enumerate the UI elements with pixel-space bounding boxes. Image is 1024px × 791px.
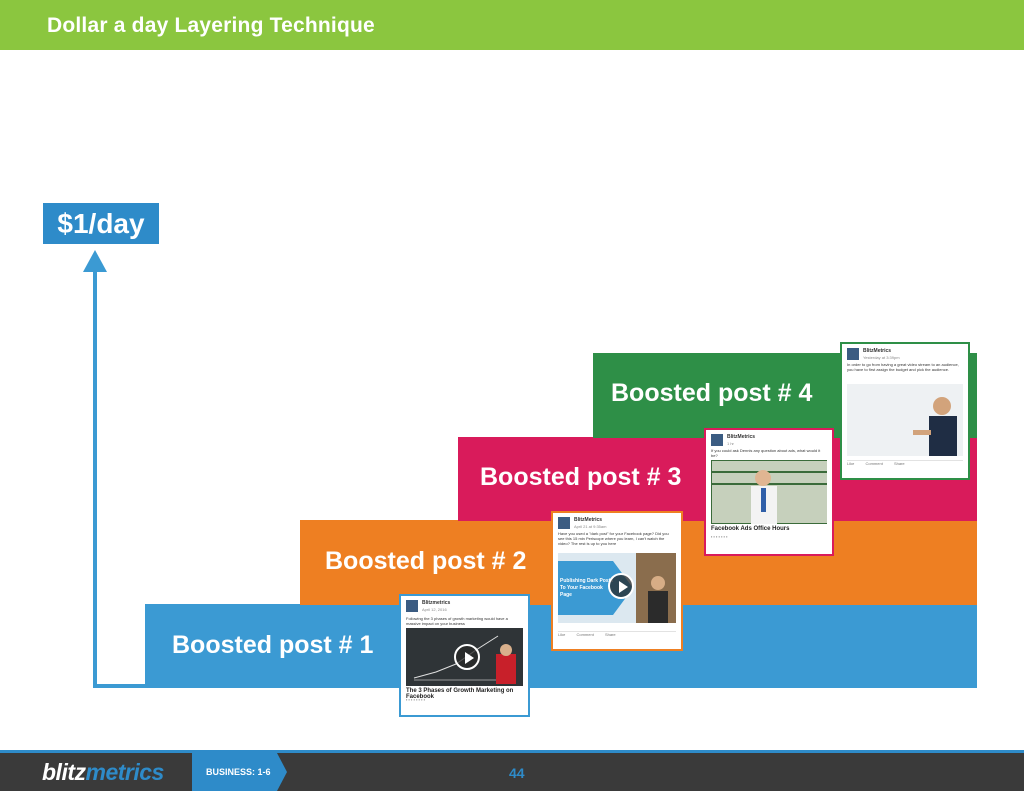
logo-part-blitz: blitz	[42, 759, 86, 785]
card-page-name: Blitzmetrics	[422, 600, 451, 606]
post-card-1[interactable]: Blitzmetrics April 12, 2016 Following th…	[399, 594, 530, 717]
band-label-3: Boosted post # 3	[480, 463, 682, 491]
section-label: BUSINESS: 1-6	[206, 767, 271, 777]
speaker-image	[711, 460, 827, 524]
logo-part-metrics: metrics	[85, 759, 165, 785]
card-caption: The 3 Phases of Growth Marketing on Face…	[406, 688, 514, 700]
play-button-icon[interactable]	[608, 573, 634, 599]
budget-label: $1/day	[43, 203, 159, 244]
card-header: BlitzMetrics April 21 at 9:35am	[558, 517, 676, 533]
comment-action[interactable]: Comment	[865, 461, 883, 466]
section-chevron	[192, 753, 287, 791]
share-action[interactable]: Share	[893, 461, 905, 466]
card-text: Following the 3 phases of growth marketi…	[406, 616, 508, 626]
office-hours-image[interactable]	[711, 460, 827, 524]
page-avatar	[406, 600, 418, 612]
card-date: Yesterday at 3:39pm	[863, 355, 900, 360]
card-date: 1 hr	[727, 441, 734, 446]
card-actions: Like Comment Share	[558, 631, 676, 640]
footer-bar: blitzmetrics BUSINESS: 1-6 44	[0, 750, 1024, 791]
page-avatar	[558, 517, 570, 529]
card-page-name: BlitzMetrics	[574, 517, 603, 523]
band-label-4: Boosted post # 4	[611, 379, 813, 407]
video-thumbnail[interactable]	[406, 628, 523, 686]
page-avatar	[847, 348, 859, 360]
card-caption: Facebook Ads Office Hours	[711, 526, 790, 532]
card-text: Have you used a "dark post" for your Fac…	[558, 531, 669, 546]
band-label-2: Boosted post # 2	[325, 547, 527, 575]
card-page-name: BlitzMetrics	[863, 348, 892, 354]
card-description: ▪ ▪ ▪ ▪ ▪ ▪ ▪	[711, 534, 728, 539]
page-title: Dollar a day Layering Technique	[47, 14, 375, 37]
card-text: In order to go from having a great video…	[847, 362, 959, 372]
card-text: If you could ask Dennis any question abo…	[711, 448, 821, 458]
video-thumbnail[interactable]	[847, 384, 963, 456]
play-button-icon[interactable]	[454, 644, 480, 670]
blitzmetrics-logo: blitzmetrics	[42, 759, 164, 786]
post-card-3[interactable]: BlitzMetrics 1 hr If you could ask Denni…	[704, 428, 834, 556]
card-date: April 12, 2016	[422, 607, 447, 612]
card-image-title: Publishing Dark Posts To Your Facebook P…	[560, 578, 614, 598]
video-thumbnail[interactable]: Publishing Dark Posts To Your Facebook P…	[558, 553, 676, 623]
card-header: BlitzMetrics 1 hr	[711, 434, 827, 450]
card-actions: Like Comment Share	[847, 460, 963, 469]
page-number: 44	[509, 765, 525, 781]
share-action[interactable]: Share	[604, 632, 616, 637]
post-card-4[interactable]: BlitzMetrics Yesterday at 3:39pm In orde…	[840, 342, 970, 480]
comment-action[interactable]: Comment	[576, 632, 594, 637]
page-avatar	[711, 434, 723, 446]
card-header: BlitzMetrics Yesterday at 3:39pm	[847, 348, 963, 364]
post-card-2[interactable]: BlitzMetrics April 21 at 9:35am Have you…	[551, 511, 683, 651]
card-page-name: BlitzMetrics	[727, 434, 756, 440]
card-description: ▪ ▪ ▪ ▪ ▪ ▪ ▪ ▪	[406, 697, 426, 702]
band-label-1: Boosted post # 1	[172, 631, 374, 659]
like-action[interactable]: Like	[847, 461, 855, 466]
like-action[interactable]: Like	[558, 632, 566, 637]
card-date: April 21 at 9:35am	[574, 524, 607, 529]
presenter-image	[847, 384, 963, 456]
card-header: Blitzmetrics April 12, 2016	[406, 600, 523, 616]
header-bar: Dollar a day Layering Technique	[0, 0, 1024, 50]
